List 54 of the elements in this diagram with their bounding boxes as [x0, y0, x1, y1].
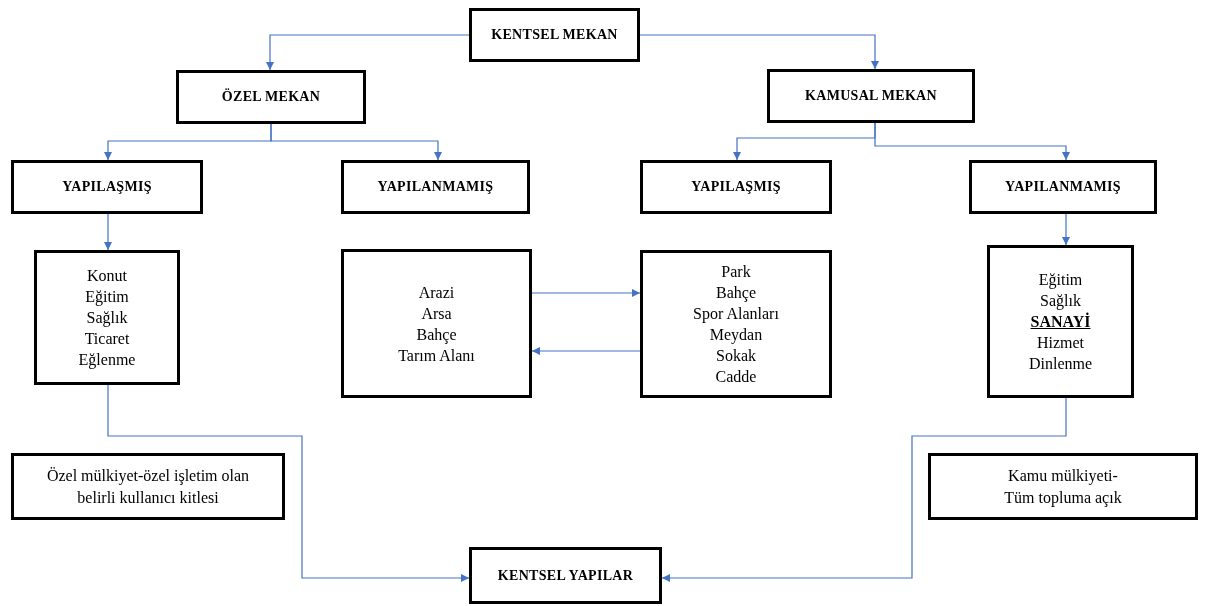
heading-box [11, 160, 203, 214]
box-title: YAPILANMAMIŞ [1005, 179, 1121, 195]
list-item: Eğitim [85, 287, 129, 307]
note-text: Özel mülkiyet-özel işletim olan belirli kullanıcı kitlesi [45, 465, 251, 508]
connector-arrow [639, 34, 879, 70]
note-box [11, 453, 285, 520]
list-box [640, 250, 832, 398]
list-item: Arsa [421, 303, 452, 324]
list-item: Arazi [418, 282, 455, 303]
list-item: Eğlenme [78, 350, 136, 370]
heading-box [640, 160, 832, 214]
list-item: Cadde [715, 367, 757, 387]
connector-arrow [531, 289, 641, 297]
list-item: SANAYİ [1030, 311, 1091, 332]
box-title: YAPILAŞMIŞ [691, 179, 781, 195]
note-text: Kamu mülkiyeti- Tüm topluma açık [1003, 465, 1123, 509]
box-title: KENTSEL YAPILAR [497, 567, 634, 584]
heading-box [176, 70, 366, 124]
list-item: Park [721, 262, 751, 282]
heading-box [469, 8, 640, 62]
connector-arrow [270, 123, 442, 161]
box-title: YAPILAŞMIŞ [62, 179, 152, 195]
list-item: Spor Alanları [693, 304, 779, 324]
list-item: Hizmet [1036, 333, 1085, 353]
note-box [928, 453, 1198, 520]
list-item: Dinlenme [1028, 354, 1093, 374]
list-item: Eğitim [1038, 270, 1083, 290]
list-item: Ticaret [84, 329, 130, 349]
list-item: Konut [87, 266, 127, 286]
connector-arrow [874, 122, 1070, 161]
list-item: Sağlık [1040, 291, 1081, 311]
box-title: YAPILANMAMIŞ [377, 179, 494, 195]
list-box [34, 250, 180, 385]
connector-arrow [266, 34, 470, 71]
box-title: ÖZEL MEKAN [221, 89, 321, 105]
heading-box [767, 69, 975, 123]
box-title: KAMUSAL MEKAN [805, 88, 937, 104]
list-item: Meydan [709, 325, 763, 345]
connector-arrow [104, 213, 112, 251]
list-box [341, 249, 532, 398]
connector-arrow [1062, 213, 1070, 246]
heading-box [341, 160, 530, 214]
list-item: Tarım Alanı [398, 345, 475, 366]
list-item: Sokak [716, 346, 756, 366]
list-item: Bahçe [716, 283, 756, 303]
list-item: Bahçe [416, 324, 457, 345]
list-box [987, 245, 1134, 398]
connector-arrow [661, 397, 1067, 582]
list-item: Sağlık [86, 308, 128, 328]
connector-arrow [107, 384, 470, 582]
connector-arrow [531, 347, 641, 355]
heading-box [469, 547, 662, 604]
heading-box [969, 160, 1157, 214]
box-title: KENTSEL MEKAN [491, 27, 618, 43]
